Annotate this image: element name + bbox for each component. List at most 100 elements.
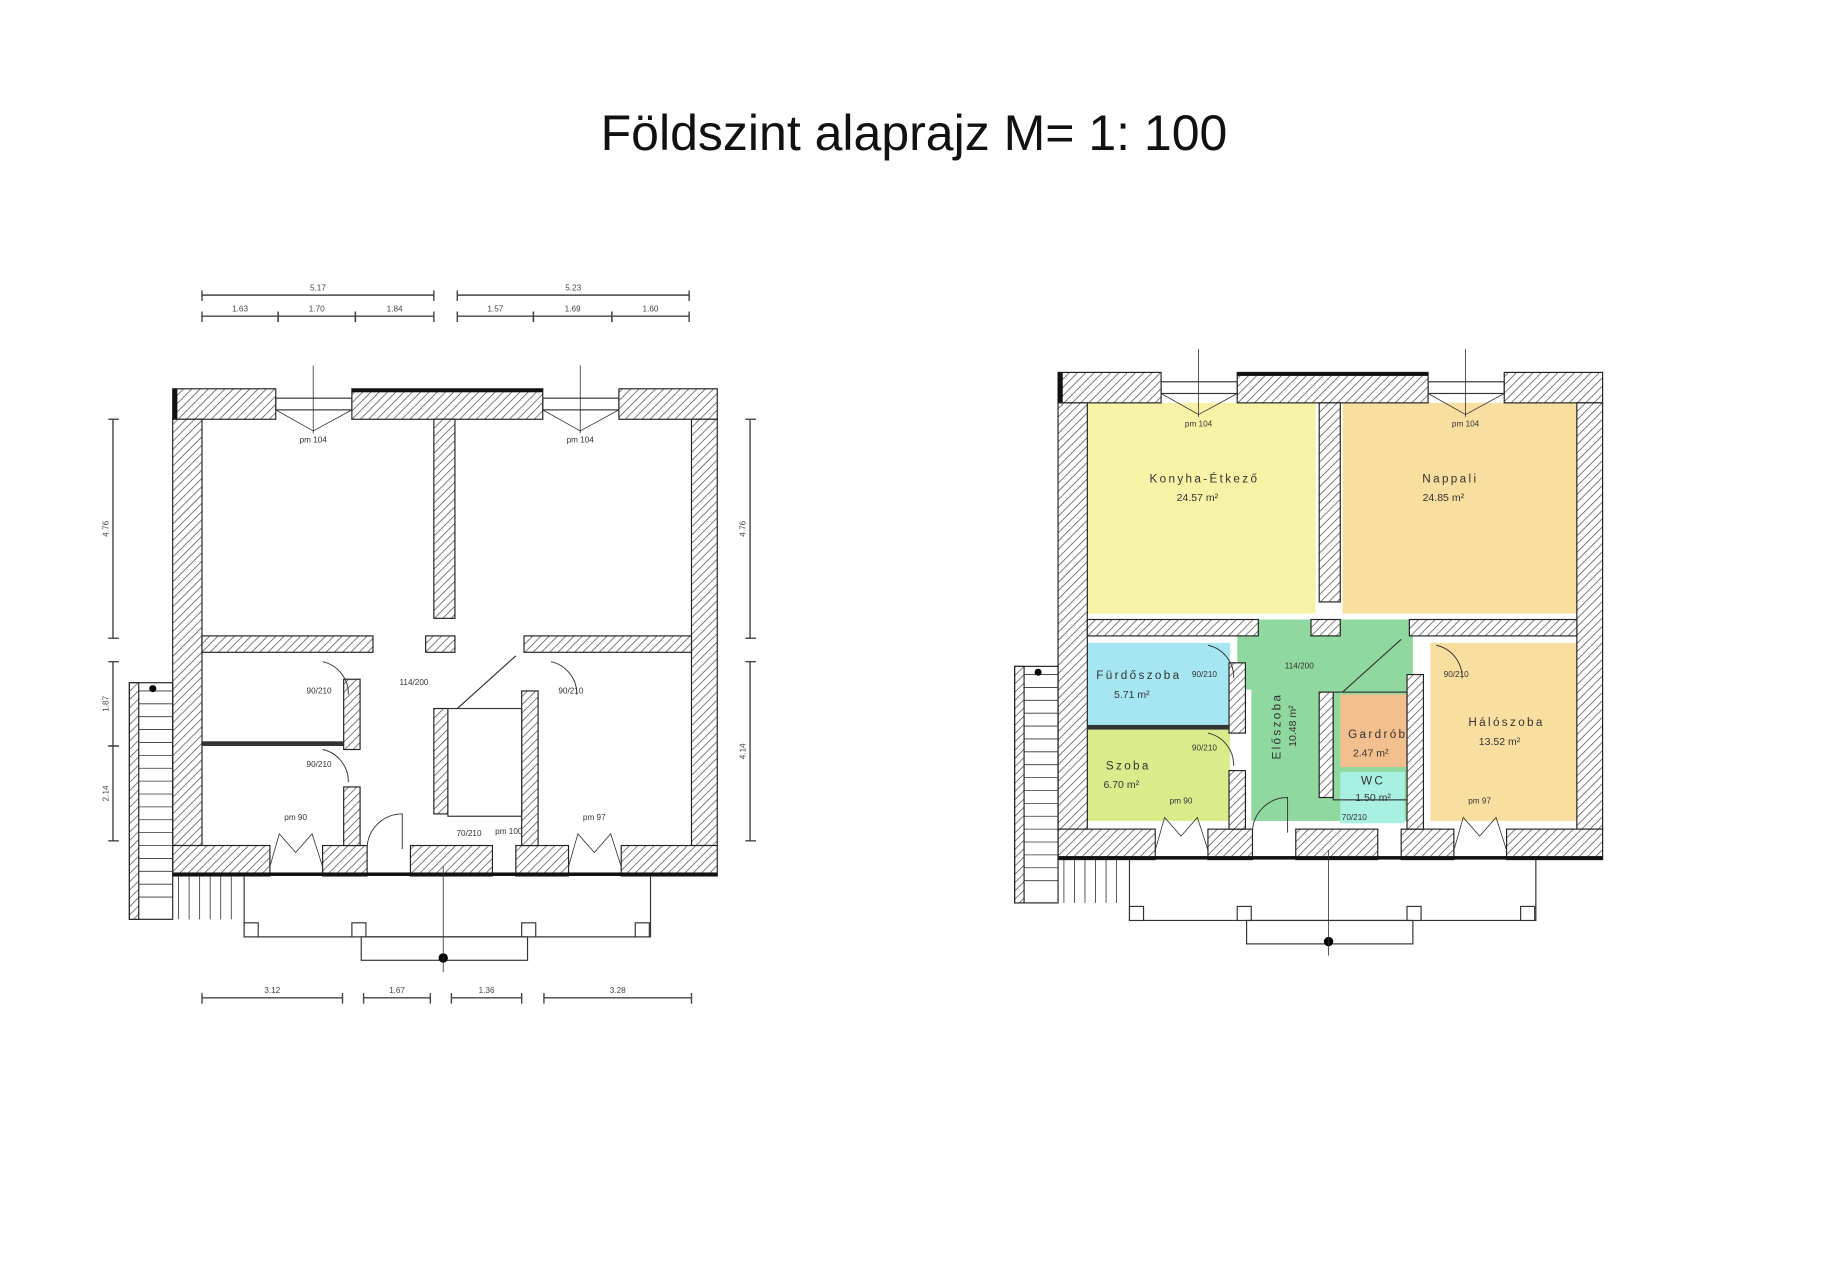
interior-wall bbox=[523, 635, 693, 653]
window-label: pm 97 bbox=[1468, 796, 1491, 805]
interior-wall bbox=[1318, 691, 1334, 799]
opening-label: 90/210 bbox=[1192, 670, 1217, 679]
opening-label: 114/200 bbox=[399, 678, 428, 687]
insulation bbox=[351, 388, 543, 393]
dimension-value: 3.12 bbox=[264, 986, 280, 995]
window-label: pm 104 bbox=[1452, 419, 1480, 428]
dimension-value: 1.57 bbox=[487, 305, 503, 314]
window bbox=[275, 397, 353, 411]
interior-wall bbox=[201, 635, 374, 653]
room-name: Előszoba bbox=[1271, 693, 1284, 760]
terrace-outline bbox=[243, 875, 652, 938]
entrance-door bbox=[366, 813, 403, 850]
stair-line bbox=[1342, 638, 1402, 693]
dimension-value: 1.87 bbox=[101, 695, 110, 711]
room-area: 6.70 m² bbox=[1103, 779, 1139, 791]
room-area: 1.50 m² bbox=[1355, 792, 1391, 804]
terrace-outline bbox=[1128, 859, 1537, 922]
opening-label: 90/210 bbox=[1444, 670, 1469, 679]
outer-wall bbox=[1400, 828, 1455, 861]
dimension-value: 1.70 bbox=[309, 305, 325, 314]
window bbox=[542, 397, 620, 411]
opening-label: 70/210 bbox=[1342, 813, 1367, 822]
room-fill bbox=[1087, 642, 1231, 725]
terrace-pillar bbox=[521, 922, 537, 938]
terrace-pillar bbox=[1128, 905, 1145, 922]
interior-wall bbox=[1086, 618, 1259, 637]
window-label: pm 104 bbox=[1185, 419, 1213, 428]
outer-wall bbox=[515, 844, 570, 877]
terrace-pillar bbox=[1406, 905, 1422, 922]
room-name: Gardrób bbox=[1348, 728, 1407, 741]
terrace-pillar bbox=[1236, 905, 1252, 922]
outer-wall bbox=[690, 418, 718, 847]
outer-wall bbox=[172, 418, 203, 847]
door-swing bbox=[322, 661, 349, 695]
outer-wall bbox=[1505, 828, 1604, 861]
interior-wall bbox=[343, 786, 361, 847]
window-swing bbox=[1453, 816, 1507, 851]
outer-wall bbox=[1057, 402, 1088, 830]
room-area: 5.71 m² bbox=[1114, 689, 1150, 701]
room-fill bbox=[1087, 729, 1231, 821]
outer-wall bbox=[172, 844, 271, 877]
room-name: Szoba bbox=[1106, 759, 1151, 772]
outer-wall bbox=[322, 844, 368, 877]
dimension-value: 3.28 bbox=[610, 986, 626, 995]
dimension-value: 4.76 bbox=[101, 520, 110, 536]
terrace-pillar bbox=[634, 922, 650, 938]
interior-wall bbox=[1408, 618, 1578, 637]
insulation bbox=[1058, 856, 1603, 860]
interior-wall bbox=[425, 635, 456, 653]
insulation bbox=[1237, 372, 1429, 376]
interior-wall bbox=[433, 418, 456, 619]
outer-wall bbox=[1503, 371, 1604, 404]
insulation bbox=[172, 872, 718, 876]
door-swing bbox=[322, 749, 349, 783]
opening-label: 90/210 bbox=[558, 686, 583, 695]
dimension-value: 5.17 bbox=[310, 283, 326, 292]
room-fill bbox=[1342, 402, 1577, 614]
window bbox=[1427, 381, 1505, 395]
window-label: pm 90 bbox=[284, 813, 307, 822]
window-label: pm 97 bbox=[583, 813, 606, 822]
window-swing bbox=[542, 409, 620, 432]
outer-wall bbox=[172, 388, 277, 420]
interior-wall bbox=[1228, 769, 1247, 830]
floor-plan-rooms: pm 104 pm 104 pm 90 pm 97 114/200 90/210 90/21… bbox=[1014, 348, 1604, 956]
window-label: pm 90 bbox=[1170, 796, 1193, 805]
room-name: Nappali bbox=[1422, 472, 1478, 485]
room-area: 2.47 m² bbox=[1353, 748, 1389, 760]
interior-wall bbox=[521, 690, 539, 847]
room-area: 10.48 m² bbox=[1287, 705, 1299, 747]
dimension-value: 4.76 bbox=[738, 520, 747, 536]
stair-line bbox=[456, 655, 517, 709]
outer-wall bbox=[1057, 371, 1162, 404]
room-fill bbox=[1087, 402, 1316, 614]
room-area: 13.52 m² bbox=[1479, 736, 1521, 748]
window-swing bbox=[568, 832, 622, 867]
room-area: 24.85 m² bbox=[1423, 492, 1465, 504]
interior-wall bbox=[433, 707, 449, 815]
outer-wall bbox=[1057, 828, 1156, 861]
partition bbox=[1087, 724, 1230, 730]
opening-label: 114/200 bbox=[1285, 662, 1314, 671]
door-swing bbox=[1207, 644, 1235, 679]
outer-wall bbox=[351, 388, 544, 420]
drawing-title: Földszint alaprajz M= 1: 100 bbox=[600, 105, 1228, 161]
dimension-value: 2.14 bbox=[101, 785, 110, 801]
opening-label: 90/210 bbox=[307, 760, 332, 769]
window-swing bbox=[275, 409, 353, 432]
dimension-value: 1.36 bbox=[479, 986, 495, 995]
outer-wall bbox=[1576, 402, 1604, 830]
stair-start-dot bbox=[149, 685, 157, 693]
opening-label: 70/210 bbox=[456, 829, 481, 838]
stair-wall bbox=[128, 682, 140, 920]
window-label: pm 104 bbox=[567, 436, 595, 445]
dimension-value: 1.63 bbox=[232, 305, 248, 314]
room-fill bbox=[1340, 771, 1405, 824]
door-swing bbox=[550, 661, 578, 695]
dimension-value: 1.84 bbox=[387, 305, 403, 314]
outer-wall bbox=[620, 844, 718, 877]
